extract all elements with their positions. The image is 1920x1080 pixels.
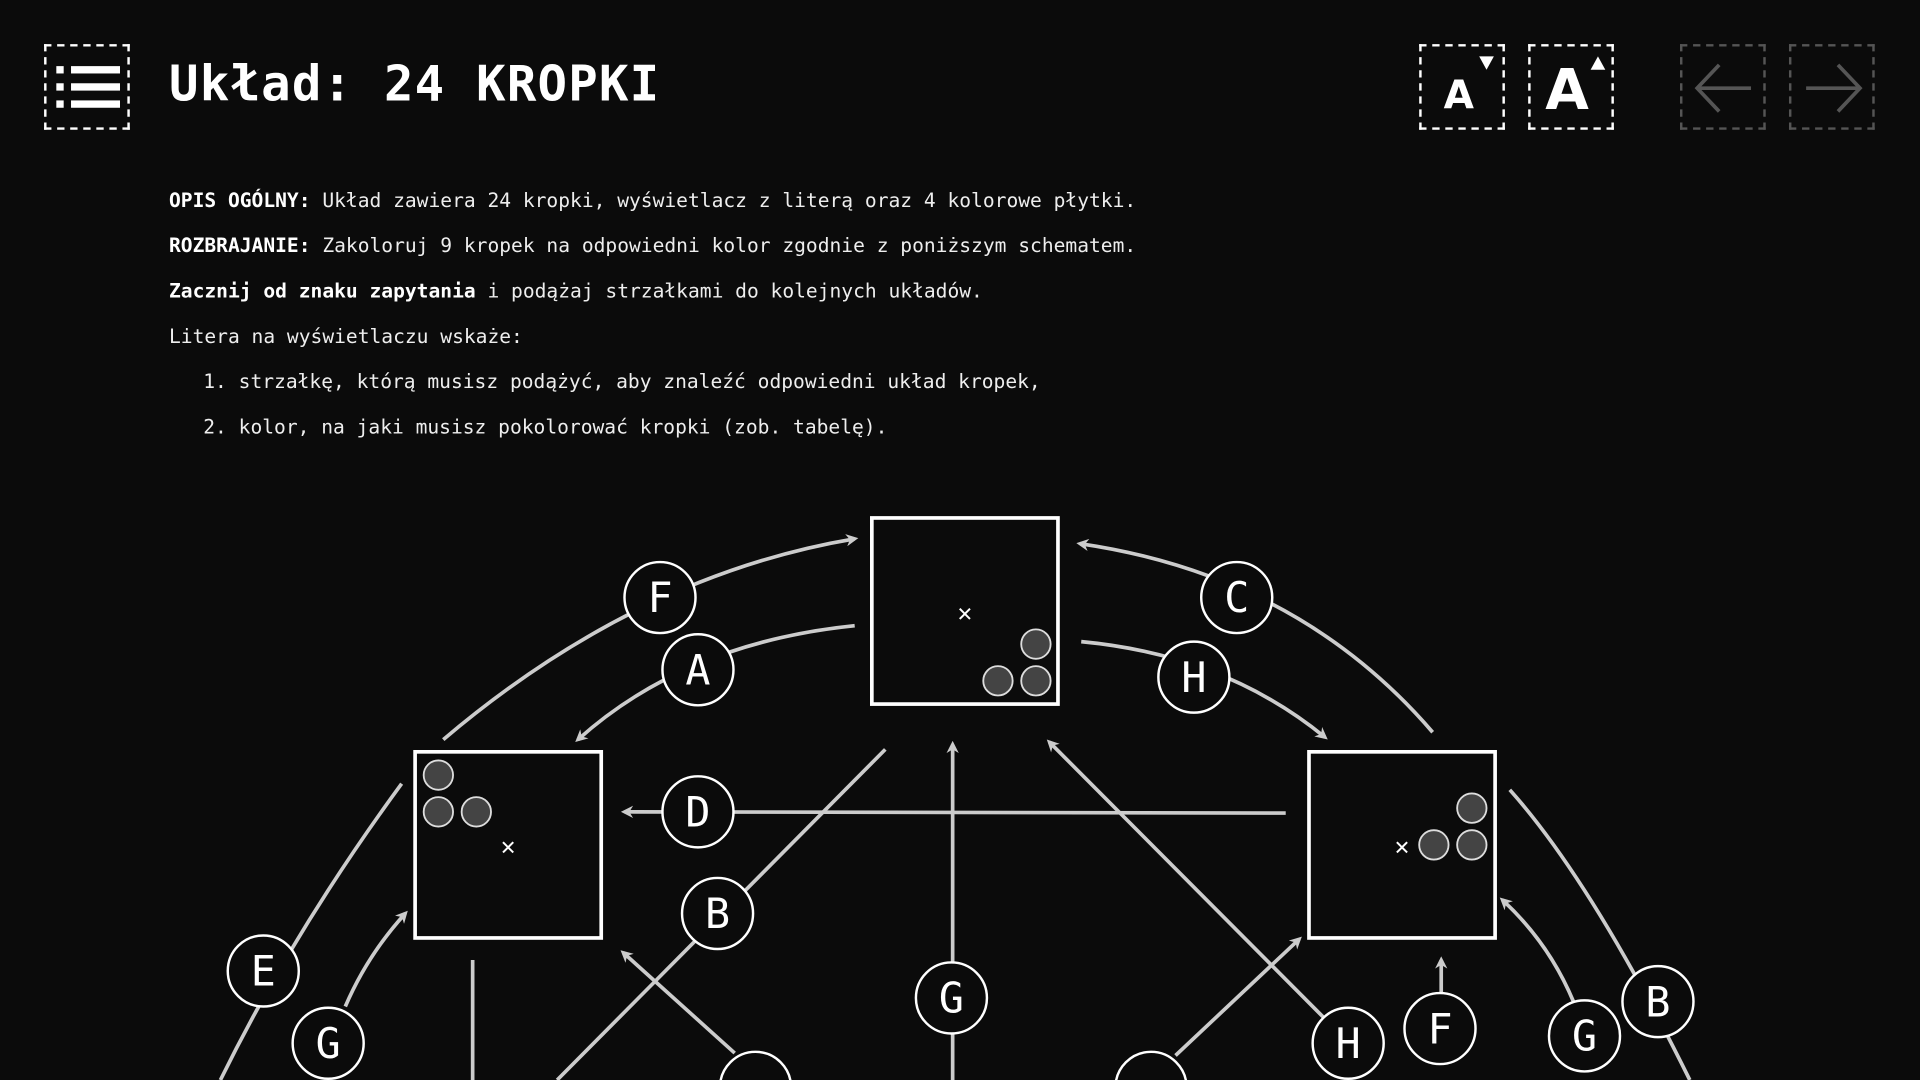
label-circles xyxy=(226,560,1695,1080)
font-increase-label: A xyxy=(1545,56,1589,123)
list-item: 1. strzałkę, którą musisz podążyć, aby z… xyxy=(203,369,1041,394)
label-f: F xyxy=(647,573,672,622)
list-item: 2. kolor, na jaki musisz pokolorować kro… xyxy=(203,415,888,439)
label-b: B xyxy=(1645,977,1670,1026)
disarm-instruction: ROZBRAJANIE: Zakoloruj 9 kropek na odpow… xyxy=(169,234,1136,257)
label-e: E xyxy=(251,947,276,996)
list-icon xyxy=(56,66,121,108)
font-decrease-label: A xyxy=(1443,71,1474,118)
prev-button[interactable] xyxy=(1680,44,1766,130)
label-d: D xyxy=(685,788,710,837)
label-h: H xyxy=(1336,1019,1361,1068)
font-decrease-button[interactable]: A xyxy=(1419,44,1505,130)
module-left: ✕ xyxy=(413,750,604,940)
label-b: B xyxy=(705,889,730,938)
font-increase-button[interactable]: A xyxy=(1528,44,1614,130)
page-title: Układ: 24 KROPKI xyxy=(168,56,661,113)
module-right: ✕ xyxy=(1307,750,1497,940)
display-hint: Litera na wyświetlaczu wskaże: xyxy=(168,324,523,348)
text: Układ zawiera 24 kropki, wyświetlacz z l… xyxy=(310,188,1137,212)
menu-button[interactable] xyxy=(44,44,130,130)
expand-icon: ✕ xyxy=(1395,832,1410,861)
expand-icon: ✕ xyxy=(958,598,973,627)
label-bold: OPIS OGÓLNY: xyxy=(168,188,311,212)
text: Zakoloruj 9 kropek na odpowiedni kolor z… xyxy=(310,233,1137,258)
triangle-down-icon xyxy=(1479,56,1494,70)
label-a: A xyxy=(685,645,710,694)
arrow-right-icon xyxy=(1806,63,1863,113)
general-description: OPIS OGÓLNY: Układ zawiera 24 kropki, wy… xyxy=(169,189,1136,212)
expand-icon: ✕ xyxy=(501,832,516,861)
label-g: G xyxy=(316,1019,341,1068)
label-bold: Zacznij od znaku zapytania xyxy=(168,279,476,303)
label-c: C xyxy=(1224,573,1249,622)
triangle-up-icon xyxy=(1590,56,1606,70)
label-bold: ROZBRAJANIE: xyxy=(168,233,311,258)
arrow-left-icon xyxy=(1694,63,1752,113)
label-h: H xyxy=(1181,653,1206,702)
next-button[interactable] xyxy=(1788,44,1875,130)
label-g: G xyxy=(939,974,964,1023)
module-top: ✕ xyxy=(870,516,1060,706)
label-g: G xyxy=(1572,1012,1597,1061)
start-instruction: Zacznij od znaku zapytania i podążaj str… xyxy=(169,279,983,302)
text: i podążaj strzałkami do kolejnych układó… xyxy=(475,279,983,303)
label-f: F xyxy=(1427,1004,1452,1053)
